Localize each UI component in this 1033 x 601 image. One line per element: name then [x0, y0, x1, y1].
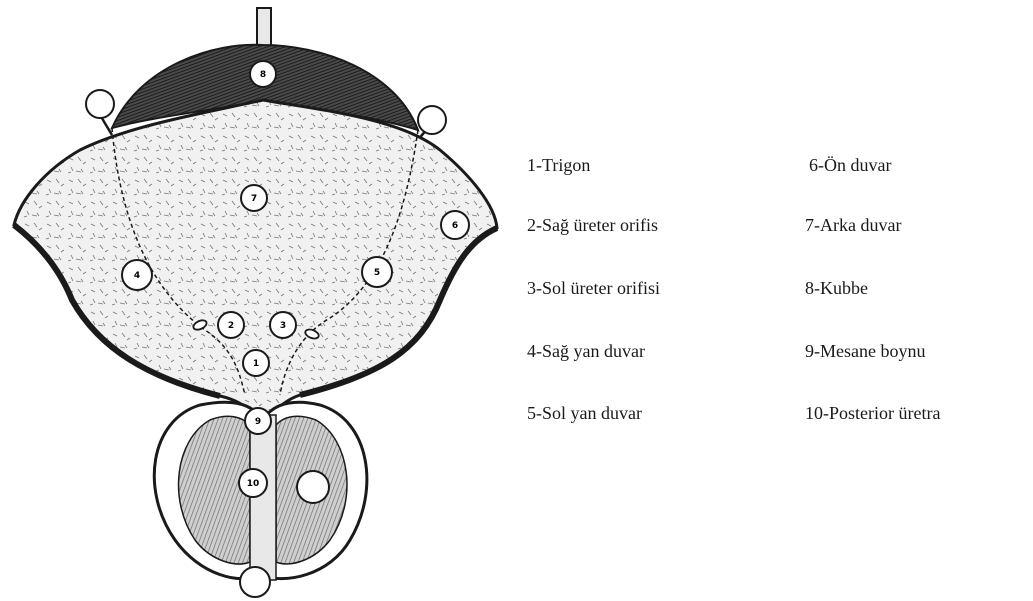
legend-item-left-lateral-wall: 5-Sol yan duvar — [527, 403, 642, 424]
marker-6: 6 — [441, 211, 469, 239]
marker-3: 3 — [270, 312, 296, 338]
svg-text:3: 3 — [280, 321, 286, 331]
svg-text:4: 4 — [134, 271, 140, 281]
svg-text:1: 1 — [253, 359, 259, 369]
legend-item-posterior-wall: 7-Arka duvar — [805, 215, 901, 236]
marker-4: 4 — [122, 260, 152, 290]
marker-10: 10 — [239, 469, 267, 497]
marker-1: 1 — [243, 350, 269, 376]
svg-text:6: 6 — [452, 221, 458, 231]
svg-text:7: 7 — [251, 194, 257, 204]
legend-item-right-lateral-wall: 4-Sağ yan duvar — [527, 341, 645, 362]
marker-9: 9 — [245, 408, 271, 434]
urethra-end-knob — [240, 567, 270, 597]
marker-2: 2 — [218, 312, 244, 338]
bladder-diagram: 8 7 6 4 5 2 3 1 9 10 — [0, 0, 520, 601]
legend-item-bladder-neck: 9-Mesane boynu — [805, 341, 925, 362]
marker-7: 7 — [241, 185, 267, 211]
legend-item-posterior-urethra: 10-Posterior üretra — [805, 403, 940, 424]
svg-text:8: 8 — [260, 70, 266, 80]
legend-item-right-ureteric-orifice: 2-Sağ üreter orifis — [527, 215, 658, 236]
svg-text:2: 2 — [228, 321, 234, 331]
svg-text:5: 5 — [374, 268, 380, 278]
legend-item-anterior-wall: 6-Ön duvar — [809, 155, 891, 176]
svg-text:9: 9 — [255, 417, 261, 427]
marker-5: 5 — [362, 257, 392, 287]
marker-8: 8 — [250, 61, 276, 87]
legend-item-left-ureteric-orifice: 3-Sol üreter orifisi — [527, 278, 660, 299]
verumontanum-knob — [297, 471, 329, 503]
legend-item-trigon: 1-Trigon — [527, 155, 590, 176]
left-ureter-stump — [86, 90, 114, 135]
legend-item-dome: 8-Kubbe — [805, 278, 868, 299]
svg-text:10: 10 — [247, 479, 260, 489]
